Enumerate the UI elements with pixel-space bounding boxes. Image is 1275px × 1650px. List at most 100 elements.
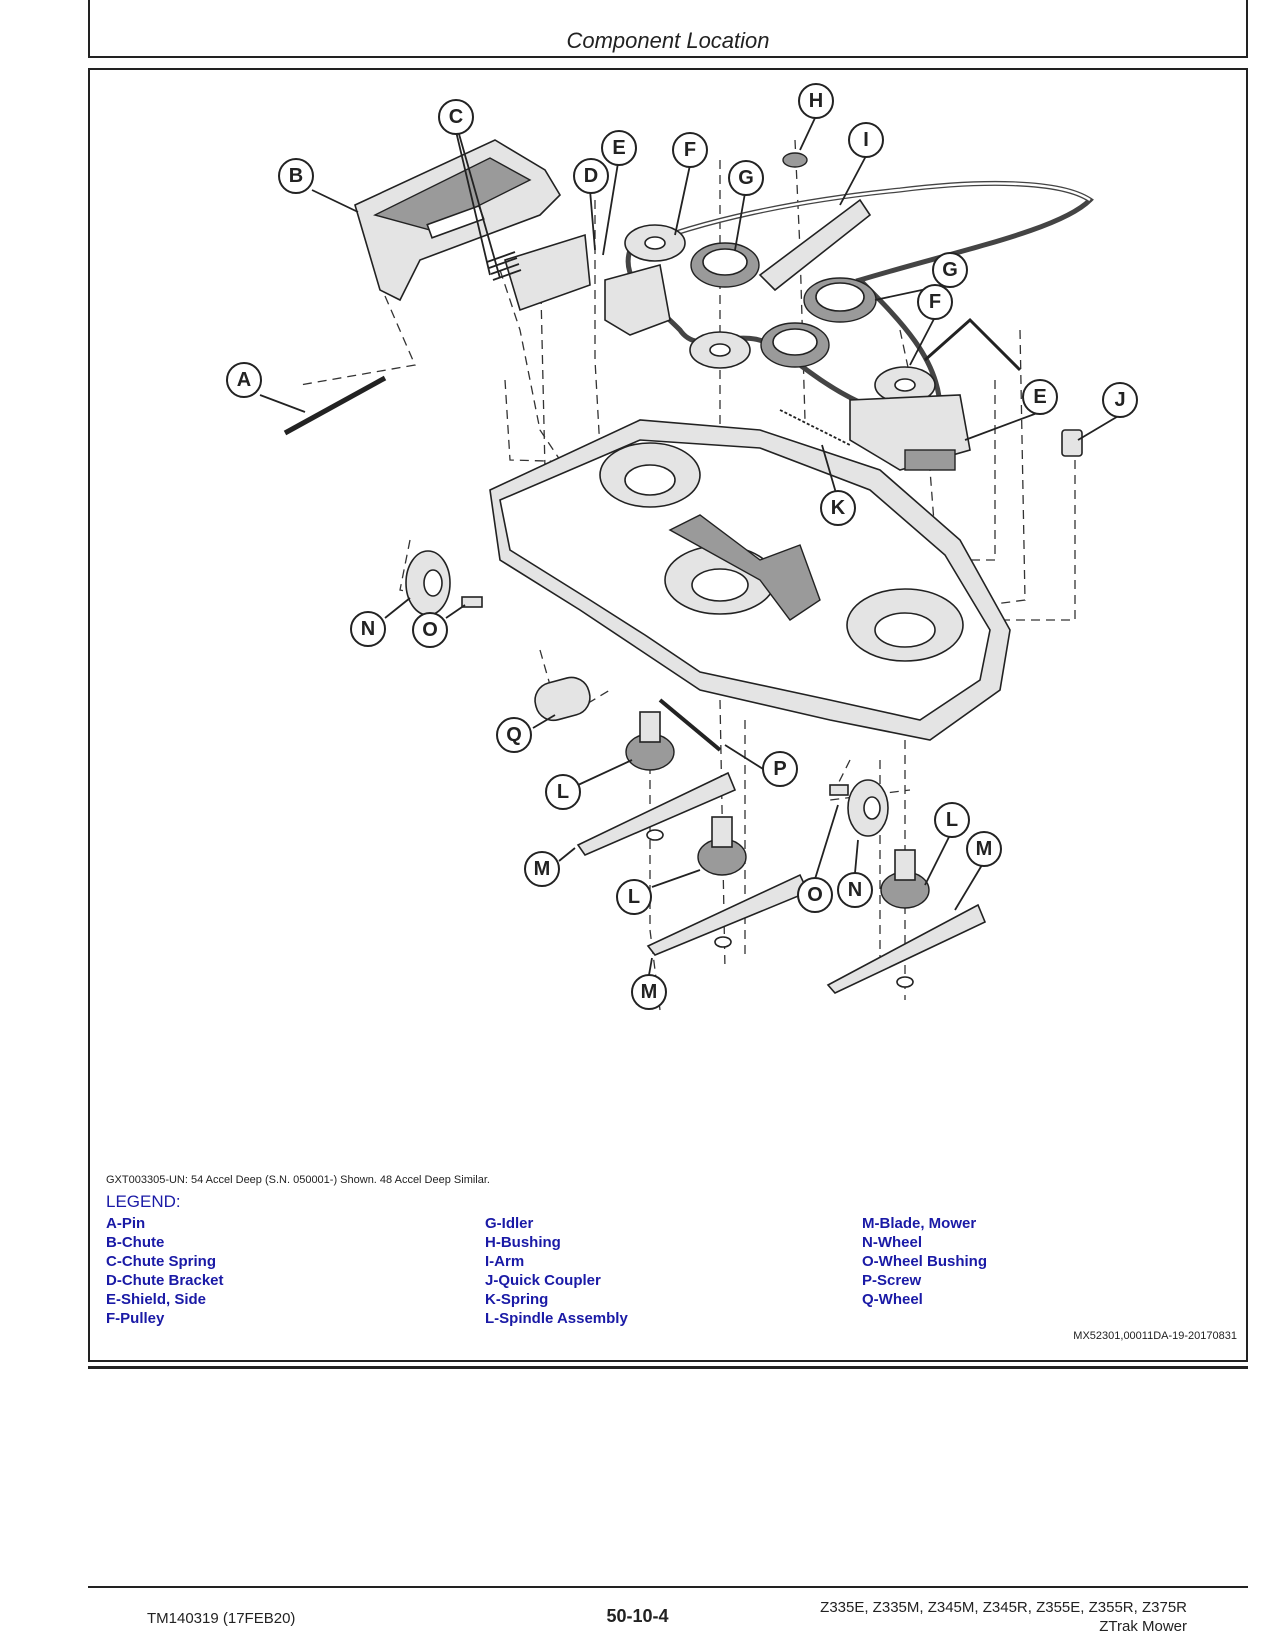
spindle-assemblies-part (625, 711, 930, 909)
callout-O-2: O (797, 877, 833, 913)
callout-H: H (798, 83, 834, 119)
svg-text:M: M (534, 858, 551, 880)
callout-F-2: F (917, 284, 953, 320)
mower-blades-part (576, 771, 987, 994)
callout-B: B (278, 158, 314, 194)
legend-item: O-Wheel Bushing (862, 1253, 987, 1270)
footer-rule (88, 1586, 1248, 1588)
pulleys-part (624, 224, 936, 404)
callout-N: N (350, 611, 386, 647)
legend-column-3: M-Blade, Mower N-Wheel O-Wheel Bushing P… (862, 1214, 987, 1309)
side-shield-plate (904, 449, 956, 471)
svg-text:M: M (976, 838, 993, 860)
chute-bracket-part (504, 233, 591, 312)
reference-code: MX52301,00011DA-19-20170831 (1073, 1330, 1237, 1342)
idler-arm-part (758, 198, 872, 292)
svg-text:Q: Q (506, 724, 522, 746)
legend-column-2: G-Idler H-Bushing I-Arm J-Quick Coupler … (485, 1214, 628, 1328)
svg-text:L: L (557, 781, 569, 803)
legend-item: C-Chute Spring (106, 1253, 216, 1270)
tension-rod-part (924, 317, 1022, 372)
legend-item: H-Bushing (485, 1234, 561, 1251)
callout-L: L (545, 774, 581, 810)
legend-column-1: A-Pin B-Chute C-Chute Spring D-Chute Bra… (106, 1214, 224, 1328)
callout-G: G (728, 160, 764, 196)
bushing-part (782, 152, 808, 168)
deck-housing-part (489, 419, 1011, 741)
svg-text:G: G (942, 259, 958, 281)
chute-part (354, 139, 562, 302)
svg-text:E: E (1033, 386, 1046, 408)
chute-spring-part (486, 251, 522, 281)
svg-text:M: M (641, 981, 658, 1003)
quick-coupler-part (1061, 429, 1083, 457)
screw-part (658, 698, 722, 752)
callout-A: A (226, 362, 262, 398)
legend-item: M-Blade, Mower (862, 1215, 977, 1232)
callout-O: O (412, 612, 448, 648)
svg-text:J: J (1114, 389, 1125, 411)
figure-caption: GXT003305-UN: 54 Accel Deep (S.N. 050001… (106, 1174, 490, 1186)
svg-text:L: L (628, 886, 640, 908)
legend-item: F-Pulley (106, 1310, 165, 1327)
svg-text:O: O (807, 884, 823, 906)
svg-text:E: E (612, 137, 625, 159)
header-frame (88, 0, 1248, 58)
callout-G-2: G (932, 252, 968, 288)
callout-E: E (601, 130, 637, 166)
svg-text:K: K (831, 497, 846, 519)
legend-item: A-Pin (106, 1215, 146, 1232)
legend-item: E-Shield, Side (106, 1291, 207, 1308)
callout-leaders (259, 117, 1121, 976)
callout-J: J (1102, 382, 1138, 418)
legend-item: K-Spring (485, 1291, 549, 1308)
svg-text:O: O (422, 619, 438, 641)
model-list: Z335E, Z335M, Z345M, Z345R, Z355E, Z355R… (820, 1599, 1187, 1616)
legend-item: P-Screw (862, 1272, 922, 1289)
side-shield-left-part (604, 263, 671, 336)
manual-id: TM140319 (17FEB20) (147, 1610, 296, 1627)
callout-M: M (524, 851, 560, 887)
svg-text:F: F (684, 139, 696, 161)
svg-text:P: P (773, 758, 786, 780)
callout-P: P (762, 751, 798, 787)
figure-frame (88, 68, 1248, 1362)
callout-L-3: L (934, 802, 970, 838)
svg-text:L: L (946, 809, 958, 831)
product-name: ZTrak Mower (1099, 1618, 1187, 1635)
svg-text:I: I (863, 129, 869, 151)
svg-text:N: N (361, 618, 375, 640)
callout-I: I (848, 122, 884, 158)
callout-L-2: L (616, 879, 652, 915)
callout-E-2: E (1022, 379, 1058, 415)
page-number: 50-10-4 (606, 1606, 669, 1626)
wheels-part (405, 550, 889, 837)
figure-bottom-rule (88, 1366, 1248, 1369)
legend-item: L-Spindle Assembly (485, 1310, 628, 1327)
legend-item: J-Quick Coupler (485, 1272, 601, 1289)
callout-D: D (573, 158, 609, 194)
legend-item: I-Arm (485, 1253, 525, 1270)
callout-C: C (438, 99, 474, 135)
svg-text:H: H (809, 90, 823, 112)
callout-K: K (820, 490, 856, 526)
callout-F: F (672, 132, 708, 168)
pin-part (283, 375, 387, 436)
legend-item: N-Wheel (862, 1234, 922, 1251)
callout-M-3: M (966, 831, 1002, 867)
svg-text:D: D (584, 165, 598, 187)
legend-item: G-Idler (485, 1215, 534, 1232)
legend-item: D-Chute Bracket (106, 1272, 224, 1289)
footer-models: Z335E, Z335M, Z345M, Z345R, Z355E, Z355R… (820, 1598, 1187, 1636)
legend-title: LEGEND: (106, 1192, 181, 1211)
svg-text:N: N (848, 879, 862, 901)
svg-text:C: C (449, 106, 463, 128)
section-title: Component Location (566, 28, 770, 53)
callout-M-2: M (631, 974, 667, 1010)
callout-N-2: N (837, 872, 873, 908)
svg-text:F: F (929, 291, 941, 313)
callout-Q: Q (496, 717, 532, 753)
tension-spring-part (779, 409, 851, 446)
legend-item: B-Chute (106, 1234, 165, 1251)
legend-item: Q-Wheel (862, 1291, 923, 1308)
